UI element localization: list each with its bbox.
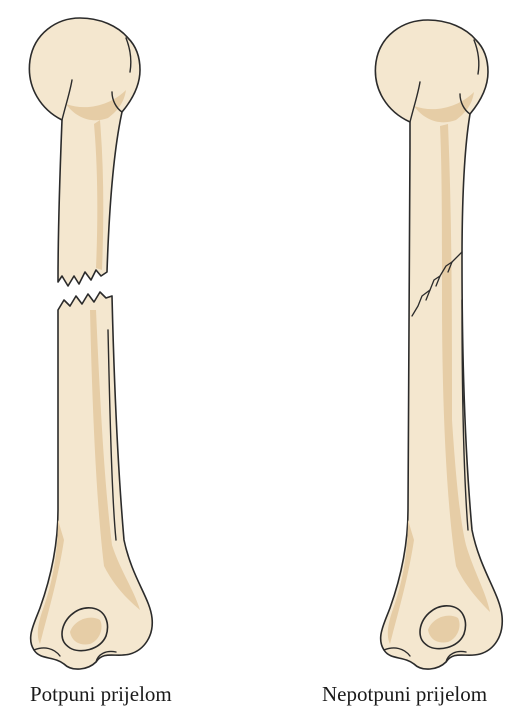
caption-incomplete-fracture: Nepotpuni prijelom [322,682,487,706]
upper-bone-fragment [29,18,140,286]
lower-bone-fragment [31,292,153,669]
caption-complete-fracture: Potpuni prijelom [30,682,172,706]
complete-fracture-humerus [29,18,152,669]
incomplete-fracture-humerus [375,20,502,669]
